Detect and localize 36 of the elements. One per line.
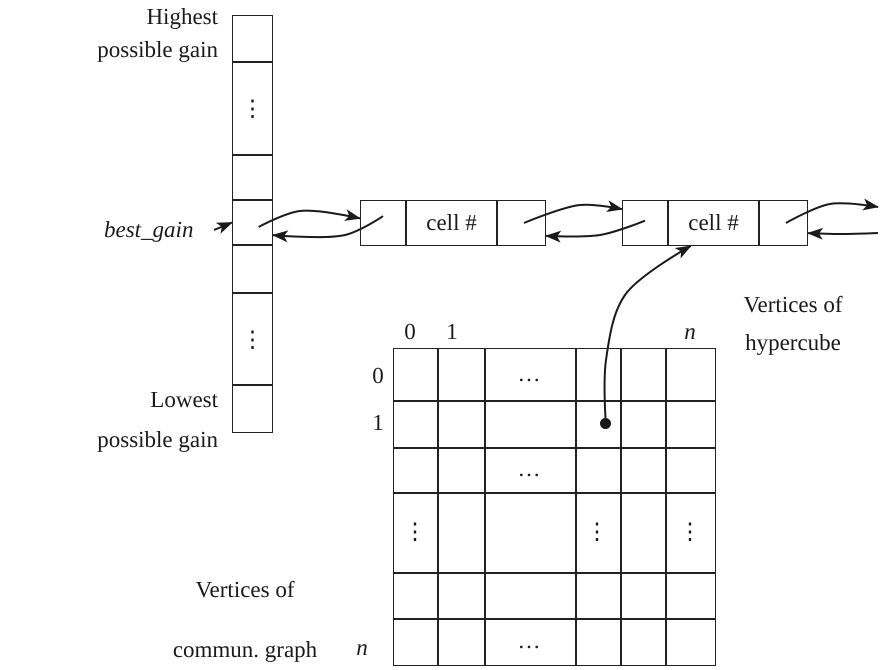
bucket-cell (232, 200, 273, 245)
ellipsis-mark: ⋮ (241, 95, 264, 122)
field-label: cell # (688, 210, 739, 236)
index-label: 1 (446, 318, 458, 346)
arrow (604, 245, 692, 418)
arrow (807, 228, 878, 240)
arrow (545, 220, 646, 243)
ellipsis-mark: ⋮ (404, 518, 426, 546)
index-label: 0 (372, 362, 384, 390)
ellipsis-mark: ⋮ (678, 518, 702, 546)
label-text: Highest possible gain (96, 3, 218, 64)
index-label: 0 (404, 318, 416, 346)
marker-dot (600, 418, 611, 429)
ellipsis-mark: … (518, 360, 540, 388)
bucket-cell (232, 155, 273, 200)
list-field (668, 200, 759, 246)
index-label: n (356, 634, 368, 662)
ellipsis-mark: ⋮ (586, 518, 608, 546)
bucket-cell (232, 245, 273, 293)
ellipsis-mark: … (518, 455, 540, 483)
pointer-label: best_gain (104, 214, 214, 246)
index-label: n (684, 318, 696, 346)
label-text: Vertices of commun. graph (172, 576, 318, 664)
ellipsis-mark: ⋮ (241, 326, 264, 352)
label-text: Vertices of hypercube (742, 291, 844, 357)
arrow (258, 209, 361, 228)
list-field (406, 200, 497, 246)
field-label: cell # (426, 210, 477, 236)
bucket-cell (232, 62, 273, 155)
bucket-cell (232, 293, 273, 385)
arrow (524, 200, 623, 224)
arrow (785, 198, 879, 224)
index-label: 1 (372, 409, 384, 437)
arrow (214, 222, 233, 234)
ellipsis-mark: … (518, 627, 540, 655)
label-text: Lowest possible gain (96, 386, 218, 454)
